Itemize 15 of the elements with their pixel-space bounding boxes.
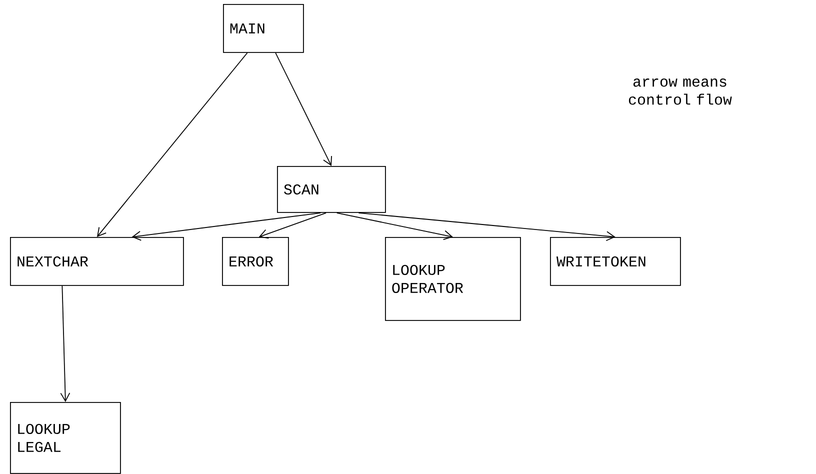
arrow <box>258 212 326 239</box>
process-box: MAIN <box>223 4 304 53</box>
process-box: WRITETOKEN <box>550 237 681 286</box>
process-box: LOOKUP LEGAL <box>10 402 121 474</box>
arrow <box>60 285 70 402</box>
process-box: SCAN <box>277 166 386 213</box>
process-box: ERROR <box>222 237 289 286</box>
arrow <box>96 52 248 237</box>
arrow <box>132 212 322 241</box>
arrow <box>275 52 332 166</box>
process-box: NEXTCHAR <box>10 237 184 286</box>
arrow <box>358 212 616 242</box>
arrow <box>336 212 453 240</box>
process-box: LOOKUP OPERATOR <box>385 237 521 321</box>
note-text: arrow means control flow <box>628 78 732 105</box>
